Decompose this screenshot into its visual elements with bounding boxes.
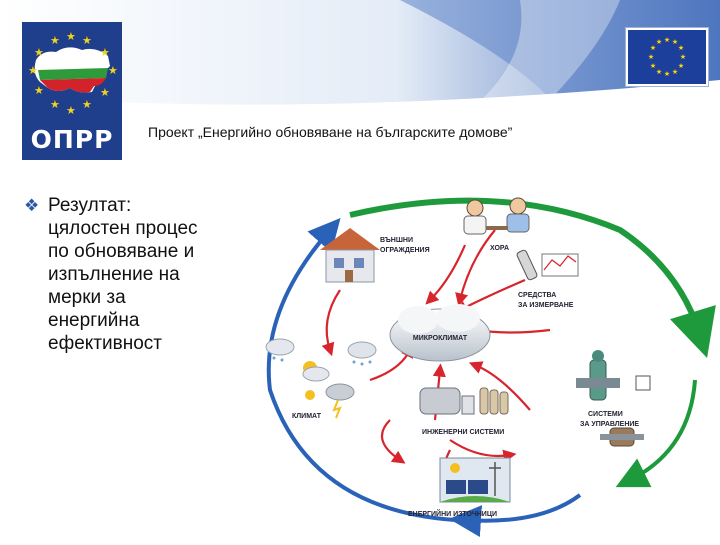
label-people: ХОРА xyxy=(490,245,509,252)
diagram-canvas: МИКРОКЛИМАТ ВЪНШНИ ОГРАЖДЕНИЯ ХОРА СРЕДС xyxy=(265,197,716,538)
svg-text:★: ★ xyxy=(678,62,684,70)
bullet-line: по обновяване и xyxy=(48,241,195,262)
svg-text:★: ★ xyxy=(50,98,60,111)
measurement-tools-icon xyxy=(516,249,579,281)
label-measurement-1: СРЕДСТВА xyxy=(518,292,556,299)
microclimate-cloud: МИКРОКЛИМАТ xyxy=(389,304,491,362)
result-bullet: ❖ Резултат: цялостен процес по обновяван… xyxy=(24,194,254,355)
svg-text:★: ★ xyxy=(100,46,110,59)
energy-sources-icon xyxy=(439,457,511,503)
svg-text:★: ★ xyxy=(650,62,656,70)
svg-text:★: ★ xyxy=(28,64,38,77)
bullet-title: Резултат: xyxy=(48,195,132,216)
svg-text:★: ★ xyxy=(34,46,44,59)
bullet-lines: цялостен процес по обновяване и изпълнен… xyxy=(24,217,254,355)
svg-text:★: ★ xyxy=(50,34,60,47)
center-label: МИКРОКЛИМАТ xyxy=(413,335,468,342)
svg-text:★: ★ xyxy=(82,98,92,111)
svg-text:★: ★ xyxy=(66,30,76,43)
svg-text:★: ★ xyxy=(664,70,670,78)
people-icon xyxy=(463,197,530,235)
label-envelope-1: ВЪНШНИ xyxy=(380,237,413,244)
svg-text:★: ★ xyxy=(678,44,684,52)
svg-text:★: ★ xyxy=(650,44,656,52)
logo-text: ОПРР xyxy=(30,125,114,154)
energy-cycle-diagram: МИКРОКЛИМАТ ВЪНШНИ ОГРАЖДЕНИЯ ХОРА СРЕДС xyxy=(250,190,720,540)
label-engineering: ИНЖЕНЕРНИ СИСТЕМИ xyxy=(422,429,504,436)
label-energy-sources: ЕНЕРГИЙНИ ИЗТОЧНИЦИ xyxy=(408,509,497,518)
outer-blue-arrow xyxy=(266,217,456,522)
eu-flag: ★★★ ★★★ ★★★ ★★★ xyxy=(626,28,708,86)
eu-stars-icon: ★★★ ★★★ ★★★ ★★★ xyxy=(648,36,686,78)
weather-icons xyxy=(265,338,377,419)
label-measurement-2: ЗА ИЗМЕРВАНЕ xyxy=(518,302,574,309)
svg-text:★: ★ xyxy=(648,53,654,61)
bulgaria-map-icon: ★ ★ ★ ★ ★ ★ ★ ★ ★ ★ ★ ★ xyxy=(28,30,118,117)
control-systems-icon xyxy=(576,350,651,447)
engineering-systems-icon xyxy=(419,387,509,415)
lower-blue-arrow xyxy=(449,493,582,538)
bullet-line: енергийна xyxy=(48,310,140,331)
svg-text:★: ★ xyxy=(664,36,670,44)
svg-text:★: ★ xyxy=(680,53,686,61)
label-control-2: ЗА УПРАВЛЕНИЕ xyxy=(580,421,639,428)
bullet-line: мерки за xyxy=(48,287,126,308)
svg-text:★: ★ xyxy=(100,86,110,99)
bullet-line: изпълнение на xyxy=(48,264,180,285)
bullet-line: ефективност xyxy=(48,333,162,354)
outer-green-arrow xyxy=(349,197,716,358)
svg-text:★: ★ xyxy=(108,64,118,77)
right-green-arrow xyxy=(615,379,697,488)
svg-text:★: ★ xyxy=(656,38,662,46)
svg-text:★: ★ xyxy=(672,68,678,76)
house-icon xyxy=(320,228,380,283)
svg-text:★: ★ xyxy=(82,34,92,47)
svg-text:★: ★ xyxy=(34,84,44,97)
bullet-line: цялостен процес xyxy=(48,218,198,239)
svg-text:★: ★ xyxy=(66,104,76,117)
svg-text:★: ★ xyxy=(672,38,678,46)
diamond-bullet-icon: ❖ xyxy=(24,196,40,215)
label-envelope-2: ОГРАЖДЕНИЯ xyxy=(380,247,430,254)
svg-text:★: ★ xyxy=(656,68,662,76)
label-control-1: СИСТЕМИ xyxy=(588,411,623,418)
project-title: Проект „Енергийно обновяване на българск… xyxy=(148,124,513,140)
label-climate: КЛИМАТ xyxy=(292,413,322,420)
oprr-logo: ★ ★ ★ ★ ★ ★ ★ ★ ★ ★ ★ ★ ОПРР xyxy=(22,22,122,160)
